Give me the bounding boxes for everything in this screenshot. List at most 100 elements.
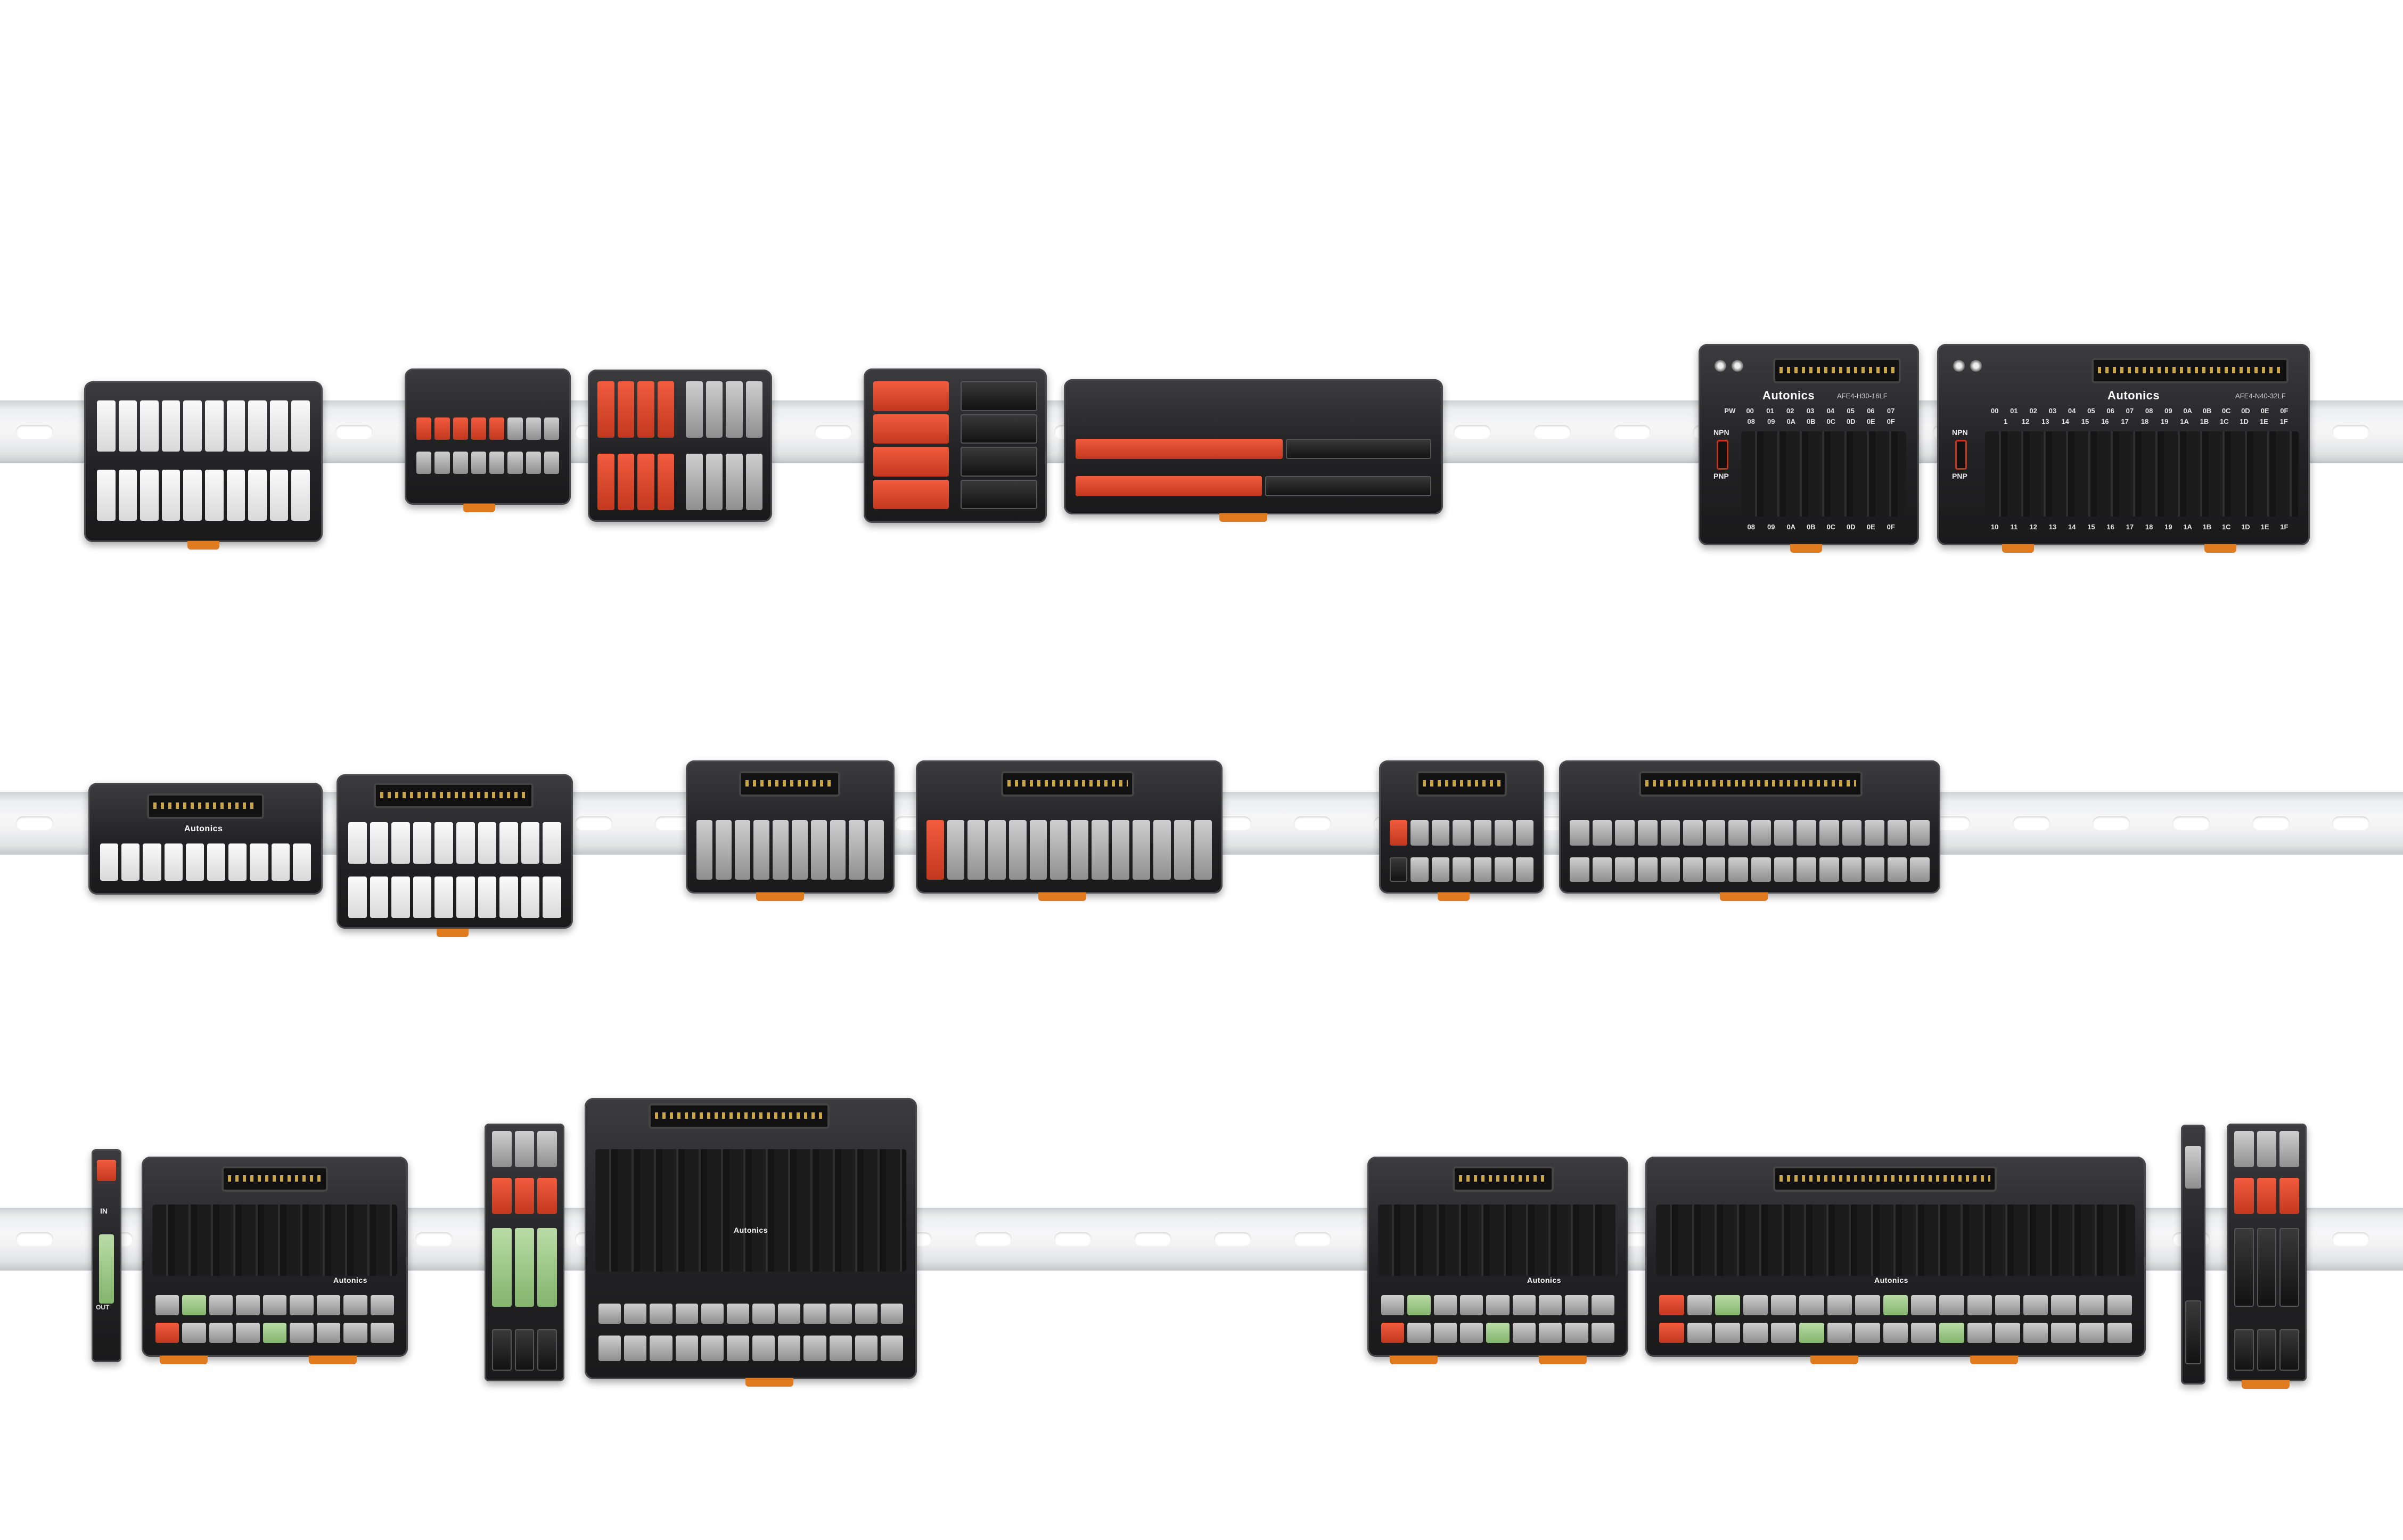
npn-label: NPN [1952,428,1968,437]
terminal-strip [595,1332,906,1364]
rail-slot [1454,425,1491,439]
rail-slot [1613,425,1651,439]
terminal-strip [1378,1320,1618,1346]
relay-stack-module [485,1124,564,1381]
io-connector [739,771,840,797]
terminal-strip [1387,817,1537,849]
rail-slot [1294,1232,1331,1246]
terminal-strip [1072,436,1434,462]
io-connector [1773,1166,1997,1192]
terminal-strip [683,378,766,441]
io-connector [1001,771,1134,797]
brand-logo: Autonics [184,824,223,833]
relay-fins [152,1205,397,1276]
terminal-strip [693,817,887,883]
io-connector [222,1166,328,1192]
io-connector [1416,771,1507,797]
rail-slot [2013,816,2050,830]
brand-logo: Autonics [333,1276,367,1284]
din-clip [2204,544,2236,553]
rail-slot [16,425,53,439]
din-clip [2242,1380,2290,1389]
terminal-block-module [1064,379,1443,514]
rail-slot [16,1232,53,1246]
power-screws [1953,360,1982,372]
rail-slot [1214,1232,1251,1246]
din-clip [309,1356,357,1364]
out-label: OUT [96,1304,110,1311]
terminal-fins [1741,431,1906,517]
terminal-block-module [405,368,571,505]
terminal-strip [94,397,313,455]
rail-slot [2332,425,2369,439]
terminal-strip [2231,1326,2302,1374]
terminal-strip [594,378,677,441]
power-screws [1715,360,1743,372]
terminal-strip [413,414,562,443]
io-connector [2092,358,2289,383]
npn-pnp-switch[interactable] [1955,440,1967,470]
brand-logo: Autonics [1527,1276,1561,1284]
terminal-strip [1387,854,1537,885]
terminal-strip [489,1128,560,1170]
din-clip [187,541,219,550]
io-connector [1639,771,1863,797]
model-label: AFE4-N40-32LF [2235,392,2286,400]
terminal-strip [1567,817,1933,849]
terminal-strip [345,873,564,921]
din-clip [1970,1356,2018,1364]
relay-slim-module [2181,1125,2205,1385]
io-connector [1453,1166,1554,1192]
rail-slot [1054,1232,1092,1246]
brand-logo: Autonics [734,1226,768,1234]
io-connector [649,1103,830,1129]
terminal-strip [152,1292,397,1318]
rail-slot [16,816,53,830]
model-label: AFE4-H30-16LF [1837,392,1888,400]
din-clip [756,892,804,901]
terminal-strip [1656,1320,2135,1346]
terminal-fins [1985,431,2299,517]
terminal-strip [594,450,677,513]
npn-pnp-switch[interactable] [1717,440,1728,470]
din-clip [2002,544,2034,553]
rail-slot [815,425,852,439]
io-connector [147,793,264,819]
connector-terminal-module: Autonics [88,783,323,895]
din-clip [1810,1356,1858,1364]
din-clip [437,929,469,937]
rail-slot [575,816,612,830]
terminal-strip [923,817,1215,883]
io-connector [374,783,534,808]
relay-fins [1378,1205,1618,1276]
connector-terminal-module [337,774,573,929]
terminal-strip [413,448,562,477]
din-clip [1438,892,1470,901]
rail-slot [2332,816,2369,830]
relay-terminal-module-large: Autonics [585,1098,917,1379]
terminal-strip [2231,1175,2302,1217]
relay-fins [595,1149,906,1272]
terminal-strip [489,1175,560,1217]
terminal-strip [595,1300,906,1327]
relay-windows [489,1225,560,1310]
terminal-block-module [588,370,772,522]
din-clip [1038,892,1086,901]
terminal-strip [152,1320,397,1346]
din-clip [160,1356,208,1364]
relay-terminal-module-wide: Autonics [1645,1157,2146,1357]
terminal-strip [345,819,564,867]
terminal-strip [97,840,314,884]
relay-windows [2231,1225,2302,1310]
din-clip [1790,544,1822,553]
din-clip [1390,1356,1438,1364]
pnp-label: PNP [1952,472,1967,480]
terminal-strip [2231,1128,2302,1170]
terminal-strip [1656,1292,2135,1318]
screw-terminal-module [864,368,1047,523]
